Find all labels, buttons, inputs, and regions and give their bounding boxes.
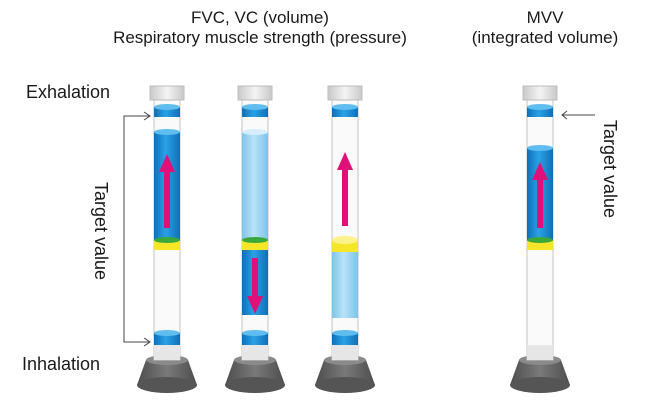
tube-1-cap — [149, 85, 185, 101]
tube-4-arrow-up — [532, 162, 548, 228]
target-value-label-right: Target value — [600, 119, 620, 219]
target-value-label-left: Target value — [91, 181, 111, 281]
tube-3-arrow-up — [337, 152, 353, 226]
tube-1-arrow-up — [159, 154, 175, 228]
target-pointer-right — [561, 110, 595, 120]
tube-3 — [315, 85, 375, 393]
target-bracket-left — [123, 111, 151, 347]
tube-4-cap — [522, 85, 558, 101]
header-right-line2: (integrated volume) — [471, 28, 619, 47]
exhalation-label: Exhalation — [26, 82, 111, 102]
header-left-line1: FVC, VC (volume) — [191, 8, 329, 27]
tube-3-cap — [327, 85, 363, 101]
tube-2-cap — [237, 85, 273, 101]
header-left-line2: Respiratory muscle strength (pressure) — [113, 28, 407, 47]
header-right-line1: MVV — [526, 8, 564, 27]
tube-2-arrow-down — [247, 258, 263, 314]
tube-2 — [225, 85, 285, 393]
tube-4 — [510, 85, 570, 393]
inhalation-label: Inhalation — [22, 354, 101, 374]
tube-1 — [137, 85, 197, 393]
